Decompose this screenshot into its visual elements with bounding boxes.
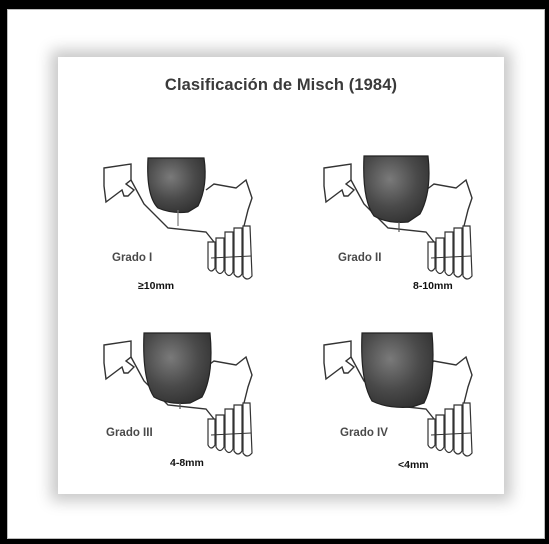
panel-grado-4: Grado IV <4mm — [306, 327, 506, 487]
maxilla-illustration-grado-1 — [86, 150, 286, 310]
bone-height-label: ≥10mm — [138, 280, 174, 292]
panel-grado-1: Grado I ≥10mm — [86, 150, 286, 310]
diagram-card: Clasificación de Misch (1984) Grado I ≥1… — [58, 57, 504, 494]
grade-label: Grado III — [106, 427, 153, 439]
bone-height-label: 4-8mm — [170, 457, 204, 469]
grade-label: Grado IV — [340, 427, 388, 439]
diagram-title: Clasificación de Misch (1984) — [58, 76, 504, 95]
grade-label: Grado I — [112, 252, 152, 264]
panel-grado-2: Grado II 8-10mm — [306, 150, 506, 310]
maxilla-illustration-grado-2 — [306, 150, 506, 310]
grade-label: Grado II — [338, 252, 381, 264]
panel-grado-3: Grado III 4-8mm — [86, 327, 286, 487]
bone-height-label: 8-10mm — [413, 280, 453, 292]
bone-height-label: <4mm — [398, 459, 429, 471]
